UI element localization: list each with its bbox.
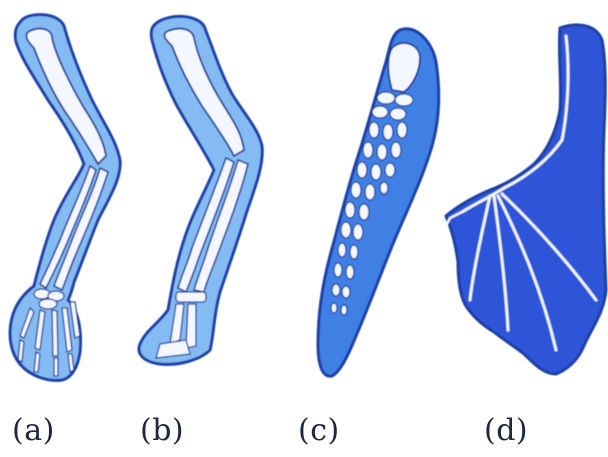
caption-d: (d)	[484, 413, 528, 448]
limb-b-forelimb	[139, 16, 262, 364]
limb-a-human-arm	[10, 15, 120, 381]
flipper-outline-c	[318, 29, 439, 376]
caption-c: (c)	[298, 413, 340, 448]
limb-c-flipper	[318, 29, 439, 376]
caption-b: (b)	[140, 413, 184, 448]
caption-a: (a)	[12, 413, 55, 448]
wing-membrane-d	[446, 25, 606, 374]
limb-d-wing	[446, 25, 606, 374]
